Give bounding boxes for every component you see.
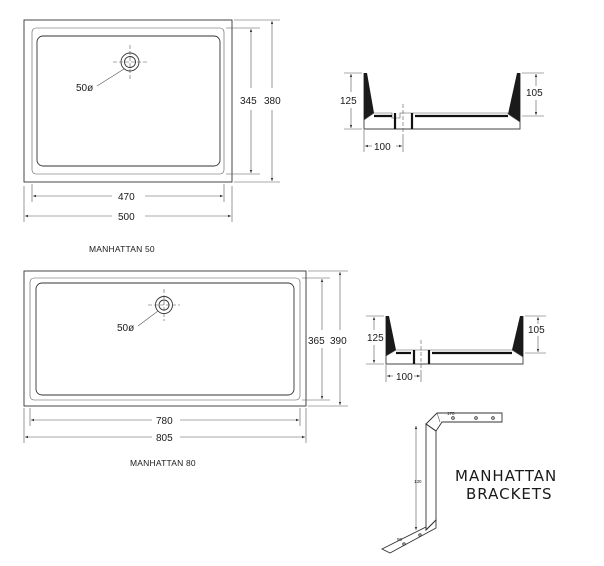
- bottom-basin-bowl: [35, 282, 295, 396]
- bracket-title-line2: BRACKETS: [466, 485, 553, 503]
- bottom-width-outer: 805: [156, 433, 173, 444]
- bracket-drawing: 170 130 90 MANHATTAN BRACKETS: [380, 411, 557, 554]
- top-basin-bowl: [36, 35, 221, 167]
- bottom-plan-view: 50ø 780 805 365 390 MANHATTAN 80: [23, 270, 348, 468]
- bottom-depth-outer: 390: [330, 336, 347, 347]
- bottom-depth-inner: 365: [308, 336, 325, 347]
- bottom-waste-outlet: [137, 289, 180, 327]
- top-width-outer: 500: [118, 212, 135, 223]
- top-basin-rim: [31, 27, 225, 175]
- top-section-height-inner: 105: [526, 88, 543, 99]
- top-width-inner: 470: [118, 192, 135, 203]
- top-basin-outer-outline: [23, 19, 233, 183]
- top-depth-outer: 380: [264, 96, 281, 107]
- top-waste-outlet: [96, 45, 147, 87]
- bottom-section-height-outer: 125: [367, 333, 384, 344]
- top-section-height-outer: 125: [340, 96, 357, 107]
- bracket-bottom-label: 90: [397, 537, 403, 542]
- bottom-width-inner: 780: [156, 416, 173, 427]
- bottom-basin-rim: [29, 277, 301, 401]
- top-caption: MANHATTAN 50: [89, 244, 155, 254]
- bracket-title-line1: MANHATTAN: [455, 467, 557, 485]
- top-section-waste-offset: 100: [374, 142, 391, 153]
- bottom-waste-label: 50ø: [117, 323, 134, 334]
- bottom-section-waste-offset: 100: [396, 372, 413, 383]
- bottom-section-view: 125 105 100: [366, 315, 546, 383]
- top-waste-label: 50ø: [76, 83, 93, 94]
- bottom-caption: MANHATTAN 80: [130, 458, 196, 468]
- bracket-top-label: 170: [447, 411, 455, 416]
- bottom-section-height-inner: 105: [528, 325, 545, 336]
- top-plan-view: 50ø 470 500 345 380 MANHATTAN 50: [23, 19, 281, 254]
- bottom-basin-outer-outline: [23, 270, 307, 407]
- top-section-view: 125 105 100: [340, 72, 544, 153]
- top-depth-inner: 345: [240, 96, 257, 107]
- bracket-height-label: 130: [414, 479, 422, 484]
